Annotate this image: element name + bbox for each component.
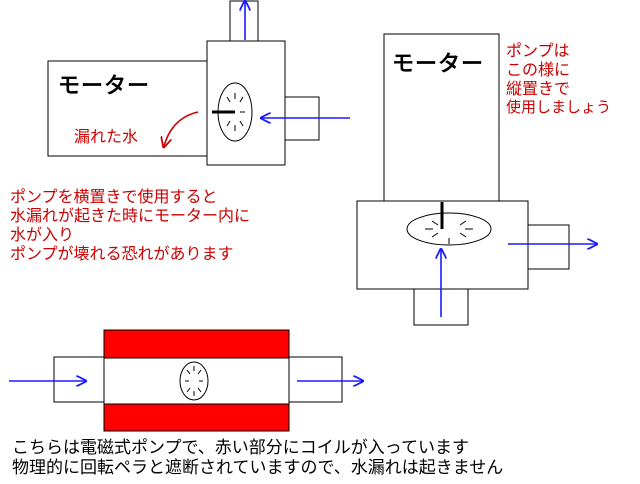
caption-line-1: こちらは電磁式ポンプで、赤い部分にコイルが入っています bbox=[12, 438, 469, 458]
warning-line-4: ポンプが壊れる恐れがあります bbox=[10, 244, 234, 263]
motor-label-left: モーター bbox=[58, 74, 151, 99]
warning-line-1: ポンプを横置きで使用すると bbox=[10, 187, 218, 206]
impeller-bottom bbox=[179, 361, 209, 401]
coil-bottom bbox=[103, 403, 290, 432]
vertical-usage-note: ポンプは この様に 縦置きで 使用しましょう bbox=[506, 41, 611, 117]
horizontal-warning: ポンプを横置きで使用すると 水漏れが起きた時にモーター内に 水が入り ポンプが壊… bbox=[10, 187, 250, 263]
outlet-port-bottom bbox=[288, 356, 343, 403]
motor-box-right bbox=[383, 33, 500, 202]
outlet-port-right bbox=[527, 224, 570, 270]
impeller-blades-bottom bbox=[185, 366, 203, 396]
caption-line-2: 物理的に回転ペラと遮断されていますので、水漏れは起きません bbox=[12, 458, 504, 478]
electromagnetic-pump bbox=[9, 329, 363, 432]
vertical-note-line-1: ポンプは bbox=[506, 41, 570, 60]
impeller-blades-left bbox=[226, 93, 245, 131]
vertical-note-line-4: 使用しましょう bbox=[506, 98, 612, 116]
coil-top bbox=[103, 329, 290, 359]
impeller-blades-right bbox=[425, 220, 473, 244]
motor-label-right: モーター bbox=[392, 52, 485, 77]
vertical-note-line-2: この様に bbox=[506, 60, 571, 79]
motor-box-left bbox=[47, 60, 208, 157]
warning-line-3: 水が入り bbox=[10, 225, 75, 244]
leak-label: 漏れた水 bbox=[74, 127, 139, 146]
inlet-port-bottom bbox=[53, 356, 105, 403]
vertical-pump bbox=[356, 33, 597, 326]
leak-arrow bbox=[164, 111, 199, 146]
vertical-note-line-3: 縦置きで bbox=[506, 79, 571, 98]
warning-line-2: 水漏れが起きた時にモーター内に bbox=[10, 206, 251, 225]
outlet-port-left bbox=[229, 0, 259, 42]
bottom-caption: こちらは電磁式ポンプで、赤い部分にコイルが入っています 物理的に回転ペラと遮断さ… bbox=[12, 438, 503, 478]
impeller-right bbox=[406, 212, 492, 246]
horizontal-pump bbox=[47, 0, 350, 166]
